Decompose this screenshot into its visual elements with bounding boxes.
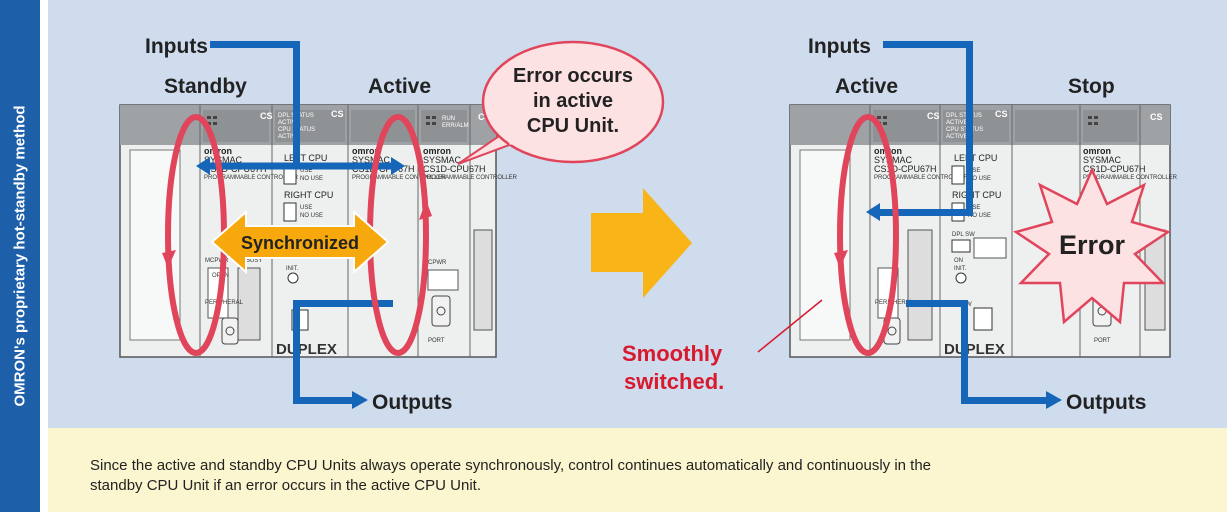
right-use-2: USE <box>968 205 980 211</box>
right-stop-label: Stop <box>1068 75 1115 98</box>
right-duplex-label: DUPLEX <box>944 341 1005 358</box>
sidebar: OMRON's proprietary hot-standby method <box>0 0 40 512</box>
left-peripheral-1: PERIPHERAL <box>205 300 244 306</box>
right-dpl-led-1: DPL STATUS <box>946 113 982 119</box>
note-box: Since the active and standby CPU Units a… <box>48 428 1227 512</box>
error-bubble-line-1: Error occurs <box>513 65 633 87</box>
right-controller-2: PROGRAMMABLE CONTROLLER <box>1083 175 1178 181</box>
right-cpu-model-1: CS1D-CPU67H <box>874 164 937 174</box>
left-standby-label: Standby <box>164 75 247 98</box>
left-nouse-1: NO USE <box>300 176 323 182</box>
left-outputs-label: Outputs <box>372 391 452 414</box>
right-leftcpu-label: LEFT CPU <box>954 153 997 163</box>
left-led-run: RUN <box>442 116 455 122</box>
right-dpl-led-3: CPU STATUS <box>946 127 983 133</box>
left-use-1: USE <box>300 168 312 174</box>
error-bubble-line-2: in active <box>533 90 613 112</box>
left-dpl-led-4: ACTIVE <box>278 134 300 140</box>
sync-arrow: Synchronized <box>210 209 390 275</box>
left-use-2: USE <box>300 205 312 211</box>
error-bubble: Error occurs in active CPU Unit. <box>457 40 665 165</box>
left-inputs-label: Inputs <box>145 35 208 58</box>
error-label: Error <box>1059 230 1126 260</box>
right-dpl-led-2: ACTIVE <box>946 120 968 126</box>
right-ring-active <box>837 114 899 356</box>
left-model-2: SYSMAC <box>352 155 391 165</box>
left-model-3: SYSMAC <box>423 155 462 165</box>
left-cs-logo-1: CS <box>260 111 273 121</box>
right-rightcpu-label: RIGHT CPU <box>952 190 1001 200</box>
right-peripheral-1: PERIPHERAL <box>875 300 914 306</box>
left-cpu-model-3: CS1D-CPU67H <box>423 164 486 174</box>
left-led-err: ERR/ALM <box>442 123 469 129</box>
diagram-svg: CS omron SYSMAC CS1D-CPU67H PROGRAMMABLE… <box>119 35 1178 414</box>
left-wiring <box>196 41 405 409</box>
left-model-1: SYSMAC <box>204 155 243 165</box>
left-controller-3: PROGRAMMABLE CONTROLLER <box>423 175 518 181</box>
left-dpl-led-2: ACTIVE <box>278 120 300 126</box>
right-cs-logo-2: CS <box>995 109 1008 119</box>
left-nouse-2: NO USE <box>300 213 323 219</box>
right-rings <box>834 114 899 356</box>
switched-text-line-2: switched. <box>624 369 724 394</box>
left-busy-1: BUSY <box>246 258 262 264</box>
right-outputs-label: Outputs <box>1066 391 1146 414</box>
left-cs-logo-3: CS <box>478 112 491 122</box>
left-port-1: PORT <box>428 338 445 344</box>
left-mcpwr-2: MCPWR <box>423 260 447 266</box>
left-mcpwr-1: MCPWR <box>205 258 229 264</box>
left-brand-2: omron <box>352 146 380 156</box>
right-port-1: PORT <box>1094 338 1111 344</box>
right-cs-logo-1: CS <box>927 111 940 121</box>
switched-text-line-1: Smoothly <box>622 341 723 366</box>
right-dplsw-label: DPL SW <box>952 232 975 238</box>
right-model-1: SYSMAC <box>874 155 913 165</box>
left-brand-3: omron <box>423 146 451 156</box>
right-cpu-model-2: CS1D-CPU67H <box>1083 164 1146 174</box>
left-rightcpu-label: RIGHT CPU <box>284 190 333 200</box>
left-duplex-label: DUPLEX <box>276 341 337 358</box>
right-nouse-2: NO USE <box>968 213 991 219</box>
right-active-label: Active <box>835 75 898 98</box>
right-dpl-led-4: ACTIVE <box>946 134 968 140</box>
right-brand-2: omron <box>1083 146 1111 156</box>
left-controller-1: PROGRAMMABLE CONTROLLER <box>204 175 299 181</box>
error-starburst: Error <box>1013 166 1171 325</box>
left-active-label: Active <box>368 75 431 98</box>
right-inputs-label: Inputs <box>808 35 871 58</box>
right-use-1: USE <box>968 168 980 174</box>
right-plc: CS omron SYSMAC CS1D-CPU67H PROGRAMMABLE… <box>789 104 1178 358</box>
left-init-1: INIT. <box>286 266 299 272</box>
left-cs-logo-2: CS <box>331 109 344 119</box>
error-bubble-line-3: CPU Unit. <box>527 115 619 137</box>
left-leftcpu-label: LEFT CPU <box>284 153 327 163</box>
right-nouse-1: NO USE <box>968 176 991 182</box>
left-controller-2: PROGRAMMABLE CONTROLLER <box>352 175 447 181</box>
right-controller-1: PROGRAMMABLE CONTROLLER <box>874 175 969 181</box>
note-text: Since the active and standby CPU Units a… <box>90 457 932 494</box>
sync-label: Synchronized <box>241 233 359 253</box>
right-init-1: INIT. <box>954 266 967 272</box>
switched-leader-line <box>757 299 823 353</box>
right-cs-logo-3: CS <box>1150 112 1163 122</box>
right-wiring <box>866 41 1062 409</box>
right-model-2: SYSMAC <box>1083 155 1122 165</box>
transition-arrow <box>591 188 692 298</box>
right-on-label: ON <box>954 258 963 264</box>
